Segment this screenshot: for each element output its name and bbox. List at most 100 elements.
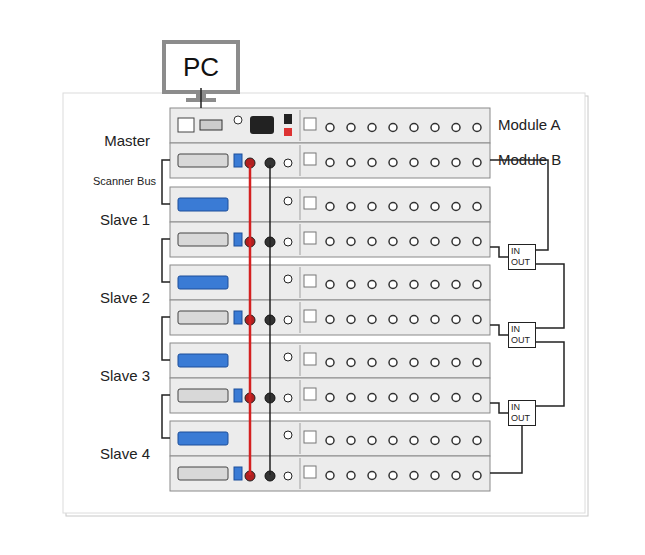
trigger-jack: [284, 394, 292, 402]
chassis-row: [170, 108, 490, 143]
channel-jack: [389, 124, 397, 132]
channel-jack: [431, 238, 439, 246]
jack: [284, 353, 292, 361]
unit-label: Master: [104, 132, 150, 149]
cable: [536, 342, 564, 406]
warning-mark: [304, 310, 316, 322]
cable: [162, 395, 170, 438]
channel-jack: [389, 437, 397, 445]
channel-jack: [410, 316, 418, 324]
channel-jack: [431, 394, 439, 402]
channel-jack: [431, 159, 439, 167]
panel-divider: [300, 380, 301, 411]
channel-jack: [473, 394, 481, 402]
channel-jack: [431, 203, 439, 211]
channel-jack: [431, 472, 439, 480]
channel-jack: [347, 472, 355, 480]
power-inlet: [250, 116, 274, 134]
channel-jack: [326, 359, 334, 367]
warning-mark: [304, 118, 316, 130]
channel-jack: [389, 472, 397, 480]
channel-jack: [368, 238, 376, 246]
chassis-row: [170, 378, 490, 413]
channel-jack: [452, 437, 460, 445]
cable: [490, 403, 508, 413]
channel-jack: [347, 203, 355, 211]
usb-port: [234, 389, 242, 402]
channel-jack: [473, 359, 481, 367]
channel-jack: [431, 316, 439, 324]
chassis-row: [170, 421, 490, 456]
channel-jack: [389, 316, 397, 324]
instrument-unit: Slave 4: [170, 421, 490, 491]
usb-port: [234, 311, 242, 324]
channel-jack: [326, 124, 334, 132]
unit-label: Slave 4: [100, 445, 150, 462]
channel-jack: [452, 316, 460, 324]
scanner-bus-input: [178, 276, 228, 289]
cable: [162, 160, 170, 204]
chassis-row: [170, 265, 490, 300]
jack: [284, 275, 292, 283]
channel-jack: [368, 281, 376, 289]
channel-jack: [452, 238, 460, 246]
channel-jack: [326, 159, 334, 167]
channel-jack: [410, 159, 418, 167]
channel-jack: [452, 281, 460, 289]
port-label: OUT: [511, 335, 533, 346]
cable-label: Scanner Bus: [91, 175, 158, 187]
channel-jack: [473, 281, 481, 289]
cable: [490, 247, 508, 257]
channel-jack: [473, 203, 481, 211]
channel-jack: [431, 281, 439, 289]
chassis-row: [170, 222, 490, 257]
channel-jack: [326, 316, 334, 324]
module-label: Module A: [498, 116, 561, 133]
channel-jack: [473, 316, 481, 324]
jack: [284, 431, 292, 439]
cable: [162, 317, 170, 360]
channel-jack: [347, 159, 355, 167]
instrument-unit: Slave 3: [170, 343, 490, 413]
port-label: IN: [511, 246, 533, 257]
scanner-bus-output: [178, 233, 228, 246]
cable: [490, 160, 548, 250]
channel-jack: [452, 472, 460, 480]
channel-jack: [368, 359, 376, 367]
io-box: INOUT: [508, 322, 536, 348]
scanner-bus-input: [178, 198, 228, 211]
channel-jack: [368, 472, 376, 480]
channel-jack: [389, 203, 397, 211]
instrument-unit: Slave 2: [170, 265, 490, 335]
warning-mark: [304, 197, 316, 209]
panel-divider: [300, 423, 301, 454]
scanner-bus-output: [178, 311, 228, 324]
channel-jack: [452, 359, 460, 367]
channel-jack: [326, 472, 334, 480]
panel: [63, 93, 585, 513]
io-box: INOUT: [508, 400, 536, 426]
channel-jack: [368, 316, 376, 324]
scanner-bus-output: [178, 467, 228, 480]
trigger-jack: [284, 238, 292, 246]
panel-divider: [300, 458, 301, 489]
monitor-frame: [164, 42, 238, 92]
channel-jack: [326, 281, 334, 289]
channel-jack: [410, 437, 418, 445]
pc-label: PC: [168, 52, 234, 83]
warning-mark: [304, 353, 316, 365]
port-label: IN: [511, 324, 533, 335]
channel-jack: [347, 316, 355, 324]
warning-mark: [304, 466, 316, 478]
channel-jack: [347, 394, 355, 402]
panel-divider: [300, 267, 301, 298]
trigger-jack: [284, 472, 292, 480]
instrument-unit: MasterModule AModule B: [170, 108, 490, 178]
usb-port: [234, 467, 242, 480]
channel-jack: [452, 203, 460, 211]
channel-jack: [368, 124, 376, 132]
channel-jack: [389, 281, 397, 289]
channel-jack: [347, 124, 355, 132]
